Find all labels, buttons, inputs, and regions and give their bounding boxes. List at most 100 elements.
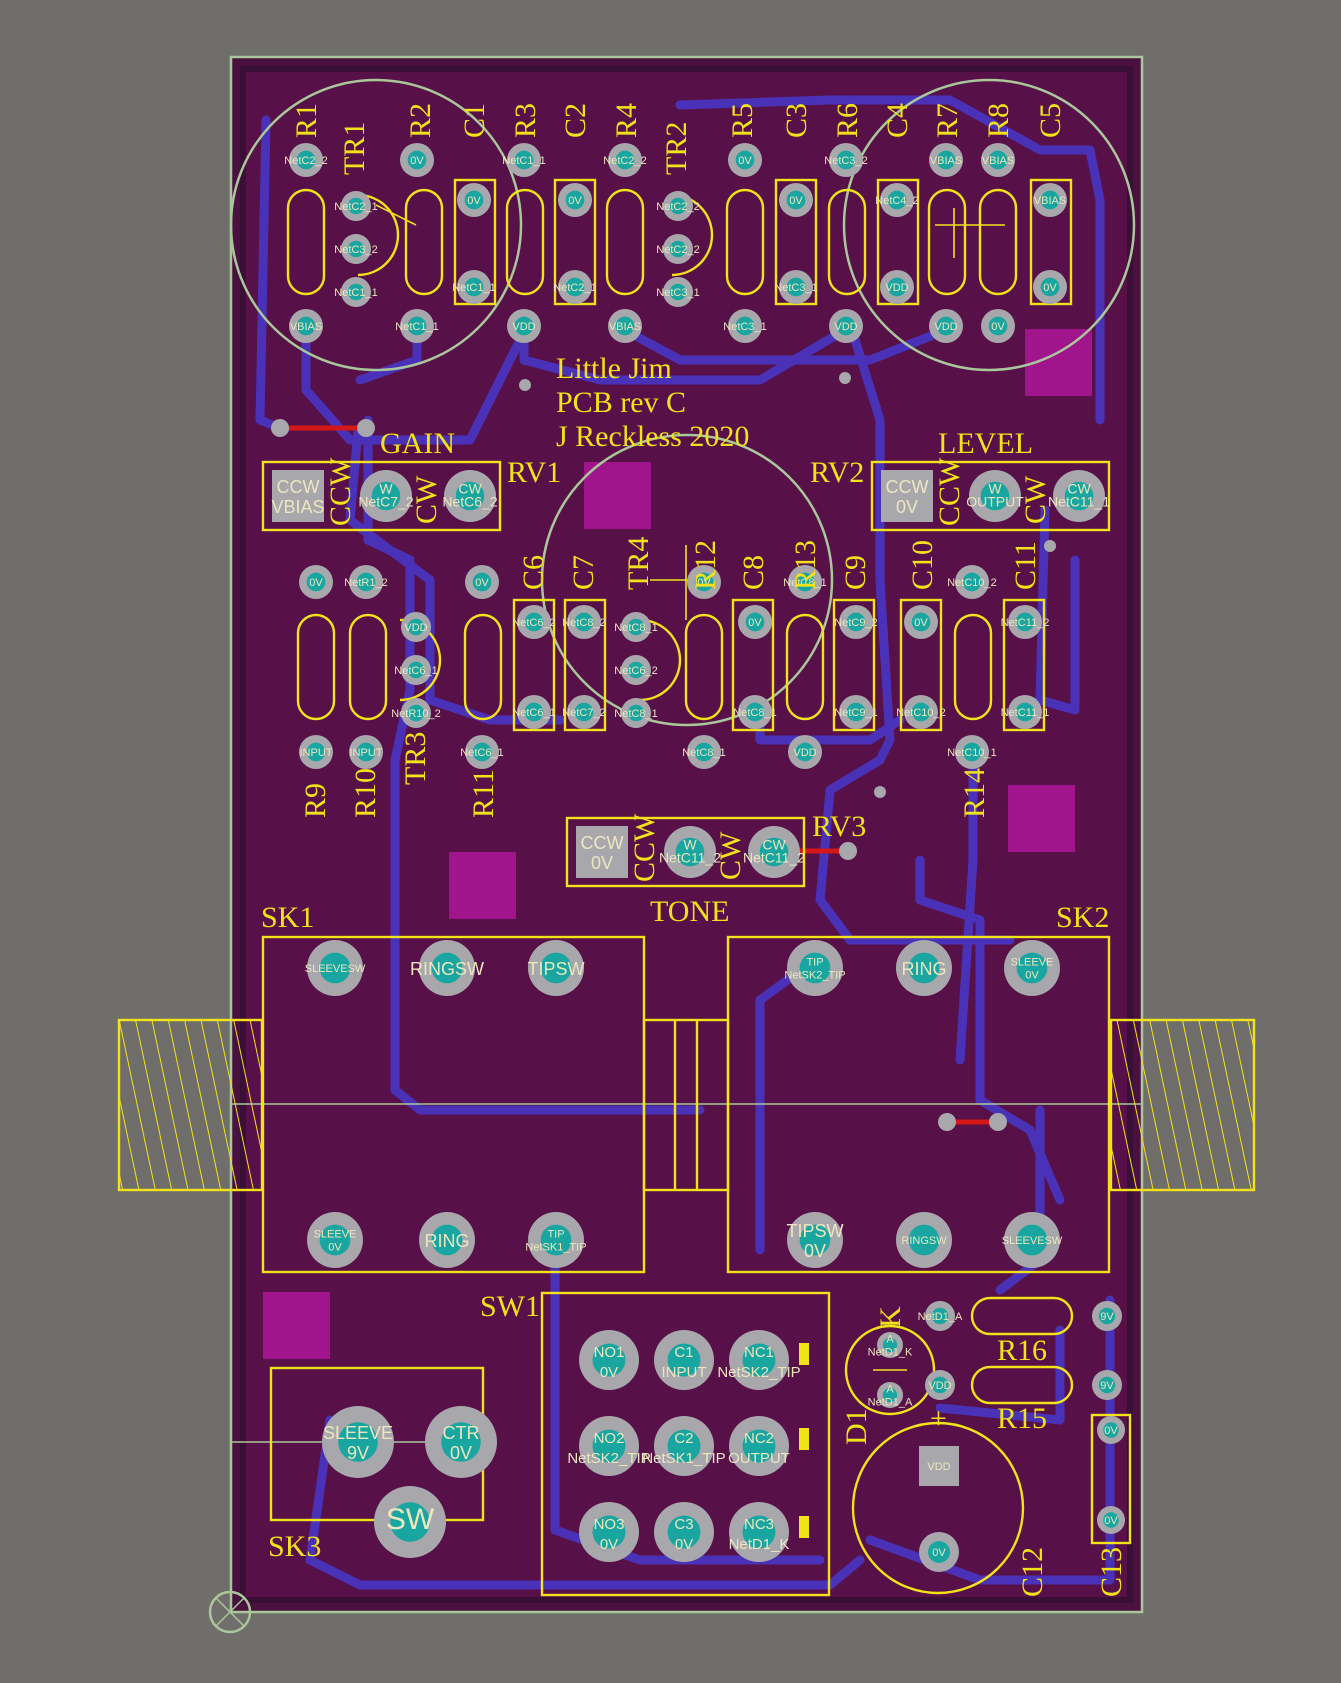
pad-net-label: 0V: [1025, 970, 1039, 982]
pad-top-11: NetC4_2: [875, 183, 919, 217]
pad-top-9: 0V: [779, 183, 813, 217]
tr1-pin-1: NetC2_1: [334, 191, 378, 221]
pad-net-label: NetC1_1: [334, 287, 377, 299]
pad-top-8: 0V: [728, 143, 762, 177]
pad-net-label: 0V: [896, 497, 918, 517]
pad-net-label: NC3: [744, 1516, 774, 1533]
rv2-cw-label: CW: [1019, 475, 1052, 524]
pad-net-label: NetC11_2: [743, 850, 805, 866]
pad-net-label: NetC8_2: [562, 617, 605, 629]
pad-net-label: INPUT: [300, 747, 333, 759]
pad-net-label: 0V: [568, 195, 582, 207]
title-line-1: Little Jim: [556, 352, 672, 385]
mid-bot-pad-2: NetC6_1: [460, 735, 504, 769]
tr4-pin-3: NetC8_1: [614, 698, 658, 728]
pad-net-label: 0V: [697, 577, 711, 589]
pad-top-10: NetC3_2: [824, 143, 868, 177]
ref-c2: C2: [559, 103, 592, 138]
board-outline: [229, 55, 1144, 1614]
r15-ref: R15: [997, 1402, 1047, 1435]
pad-top-14: VBIAS: [1033, 183, 1067, 217]
mid-top-pad-9: 0V: [904, 605, 938, 639]
tr1-pin-3: NetC1_1: [334, 277, 378, 307]
pad-net-label: C3: [674, 1516, 693, 1533]
pad-net-label: NetD1_A: [868, 1397, 913, 1409]
pad-net-label: 0V: [410, 155, 424, 167]
pad-net-label: NetSK1_TIP: [642, 1450, 725, 1467]
pad-net-label: VDD: [927, 1461, 950, 1473]
tr3-pin-1: VDD: [401, 612, 431, 642]
rv3-cw-label: CW: [714, 831, 747, 880]
silkscreen-bodies: [261, 178, 1132, 1597]
pad-net-label: NetD1_A: [918, 1311, 963, 1323]
board-title: Little Jim PCB rev C J Reckless 2020: [556, 352, 749, 453]
pad-bot-5: NetC2_1: [553, 270, 597, 304]
pad-net-label: NetC10_1: [947, 747, 997, 759]
sw1-ref: SW1: [480, 1290, 540, 1323]
tr4-pin-2: NetC6_2: [614, 655, 658, 685]
pad-net-label: NetC9_2: [834, 617, 877, 629]
mid-top-pad-7: NetC8_1: [783, 565, 827, 599]
pad-net-label: C2: [674, 1430, 693, 1447]
pad-net-label: 0V: [591, 853, 613, 873]
pad-net-label: VDD: [834, 321, 857, 333]
module-outline: [540, 433, 834, 727]
pad-top-4: NetC1_1: [502, 143, 546, 177]
pad-net-label: NetC11_1: [1001, 707, 1050, 719]
pad-net-label: SLEEVE: [1011, 957, 1054, 969]
d1-ref: D1: [840, 1408, 873, 1445]
pad-bot-11: VDD: [880, 270, 914, 304]
pad-net-label: NetD1_K: [729, 1536, 790, 1553]
ref-c1: C1: [458, 103, 491, 138]
pad-net-label: 9V: [347, 1443, 369, 1463]
pad-net-label: CW: [458, 481, 482, 497]
pad-net-label: NetC2_2: [656, 244, 699, 256]
c12-plus: +: [930, 1402, 947, 1435]
mid-bot-pad-9: NetC10_2: [896, 695, 946, 729]
ref-c7: C7: [567, 555, 600, 590]
d1-k: K: [874, 1306, 907, 1328]
pad-net-label: VBIAS: [930, 155, 962, 167]
tr2-pin-1: NetC2_2: [656, 191, 700, 221]
pad-bot-2: NetC1_1: [395, 309, 439, 343]
pad-net-label: NetSK2_TIP: [784, 970, 845, 982]
pad-bot-3: NetC1_1: [452, 270, 496, 304]
pad-net-label: NetC2_2: [284, 155, 327, 167]
rv2-ref: RV2: [810, 456, 864, 489]
title-line-3: J Reckless 2020: [556, 420, 749, 453]
pad-net-label: NetC8_1: [682, 747, 725, 759]
mid-top-pad-2: 0V: [465, 565, 499, 599]
tr3-pin-2: NetC6_1: [394, 655, 438, 685]
pad-net-label: NetC3_2: [334, 244, 377, 256]
pad-net-label: 0V: [328, 1242, 342, 1254]
pad-net-label: 0V: [1104, 1515, 1118, 1527]
pad-net-label: NetC11_2: [1001, 617, 1050, 629]
ref-r11: R11: [467, 769, 500, 818]
rv2-caption: LEVEL: [938, 427, 1033, 460]
ref-r13: R13: [789, 540, 822, 590]
pad-net-label: OUTPUT: [728, 1450, 790, 1467]
pad-net-label: NetSK1_TIP: [525, 1242, 586, 1254]
pad-net-label: SLEEVE: [323, 1423, 393, 1443]
pad-net-label: NetC1_1: [452, 282, 495, 294]
r15-right: 9V: [1092, 1370, 1122, 1400]
pad-net-label: 0V: [991, 321, 1005, 333]
pad-net-label: TIP: [547, 1229, 564, 1241]
jumper-wires: [271, 372, 1056, 1131]
module-outline: [842, 78, 1136, 372]
pad-net-label: 0V: [475, 577, 489, 589]
c12-pin1: VDD: [919, 1446, 959, 1486]
rv1-cw-label: CW: [410, 475, 443, 524]
pad-net-label: 0V: [309, 577, 323, 589]
pad-net-label: CCW: [581, 833, 624, 853]
pad-net-label: NetC6_1: [512, 707, 555, 719]
sk2-ref: SK2: [1056, 901, 1109, 934]
keepout-square: [584, 462, 651, 529]
